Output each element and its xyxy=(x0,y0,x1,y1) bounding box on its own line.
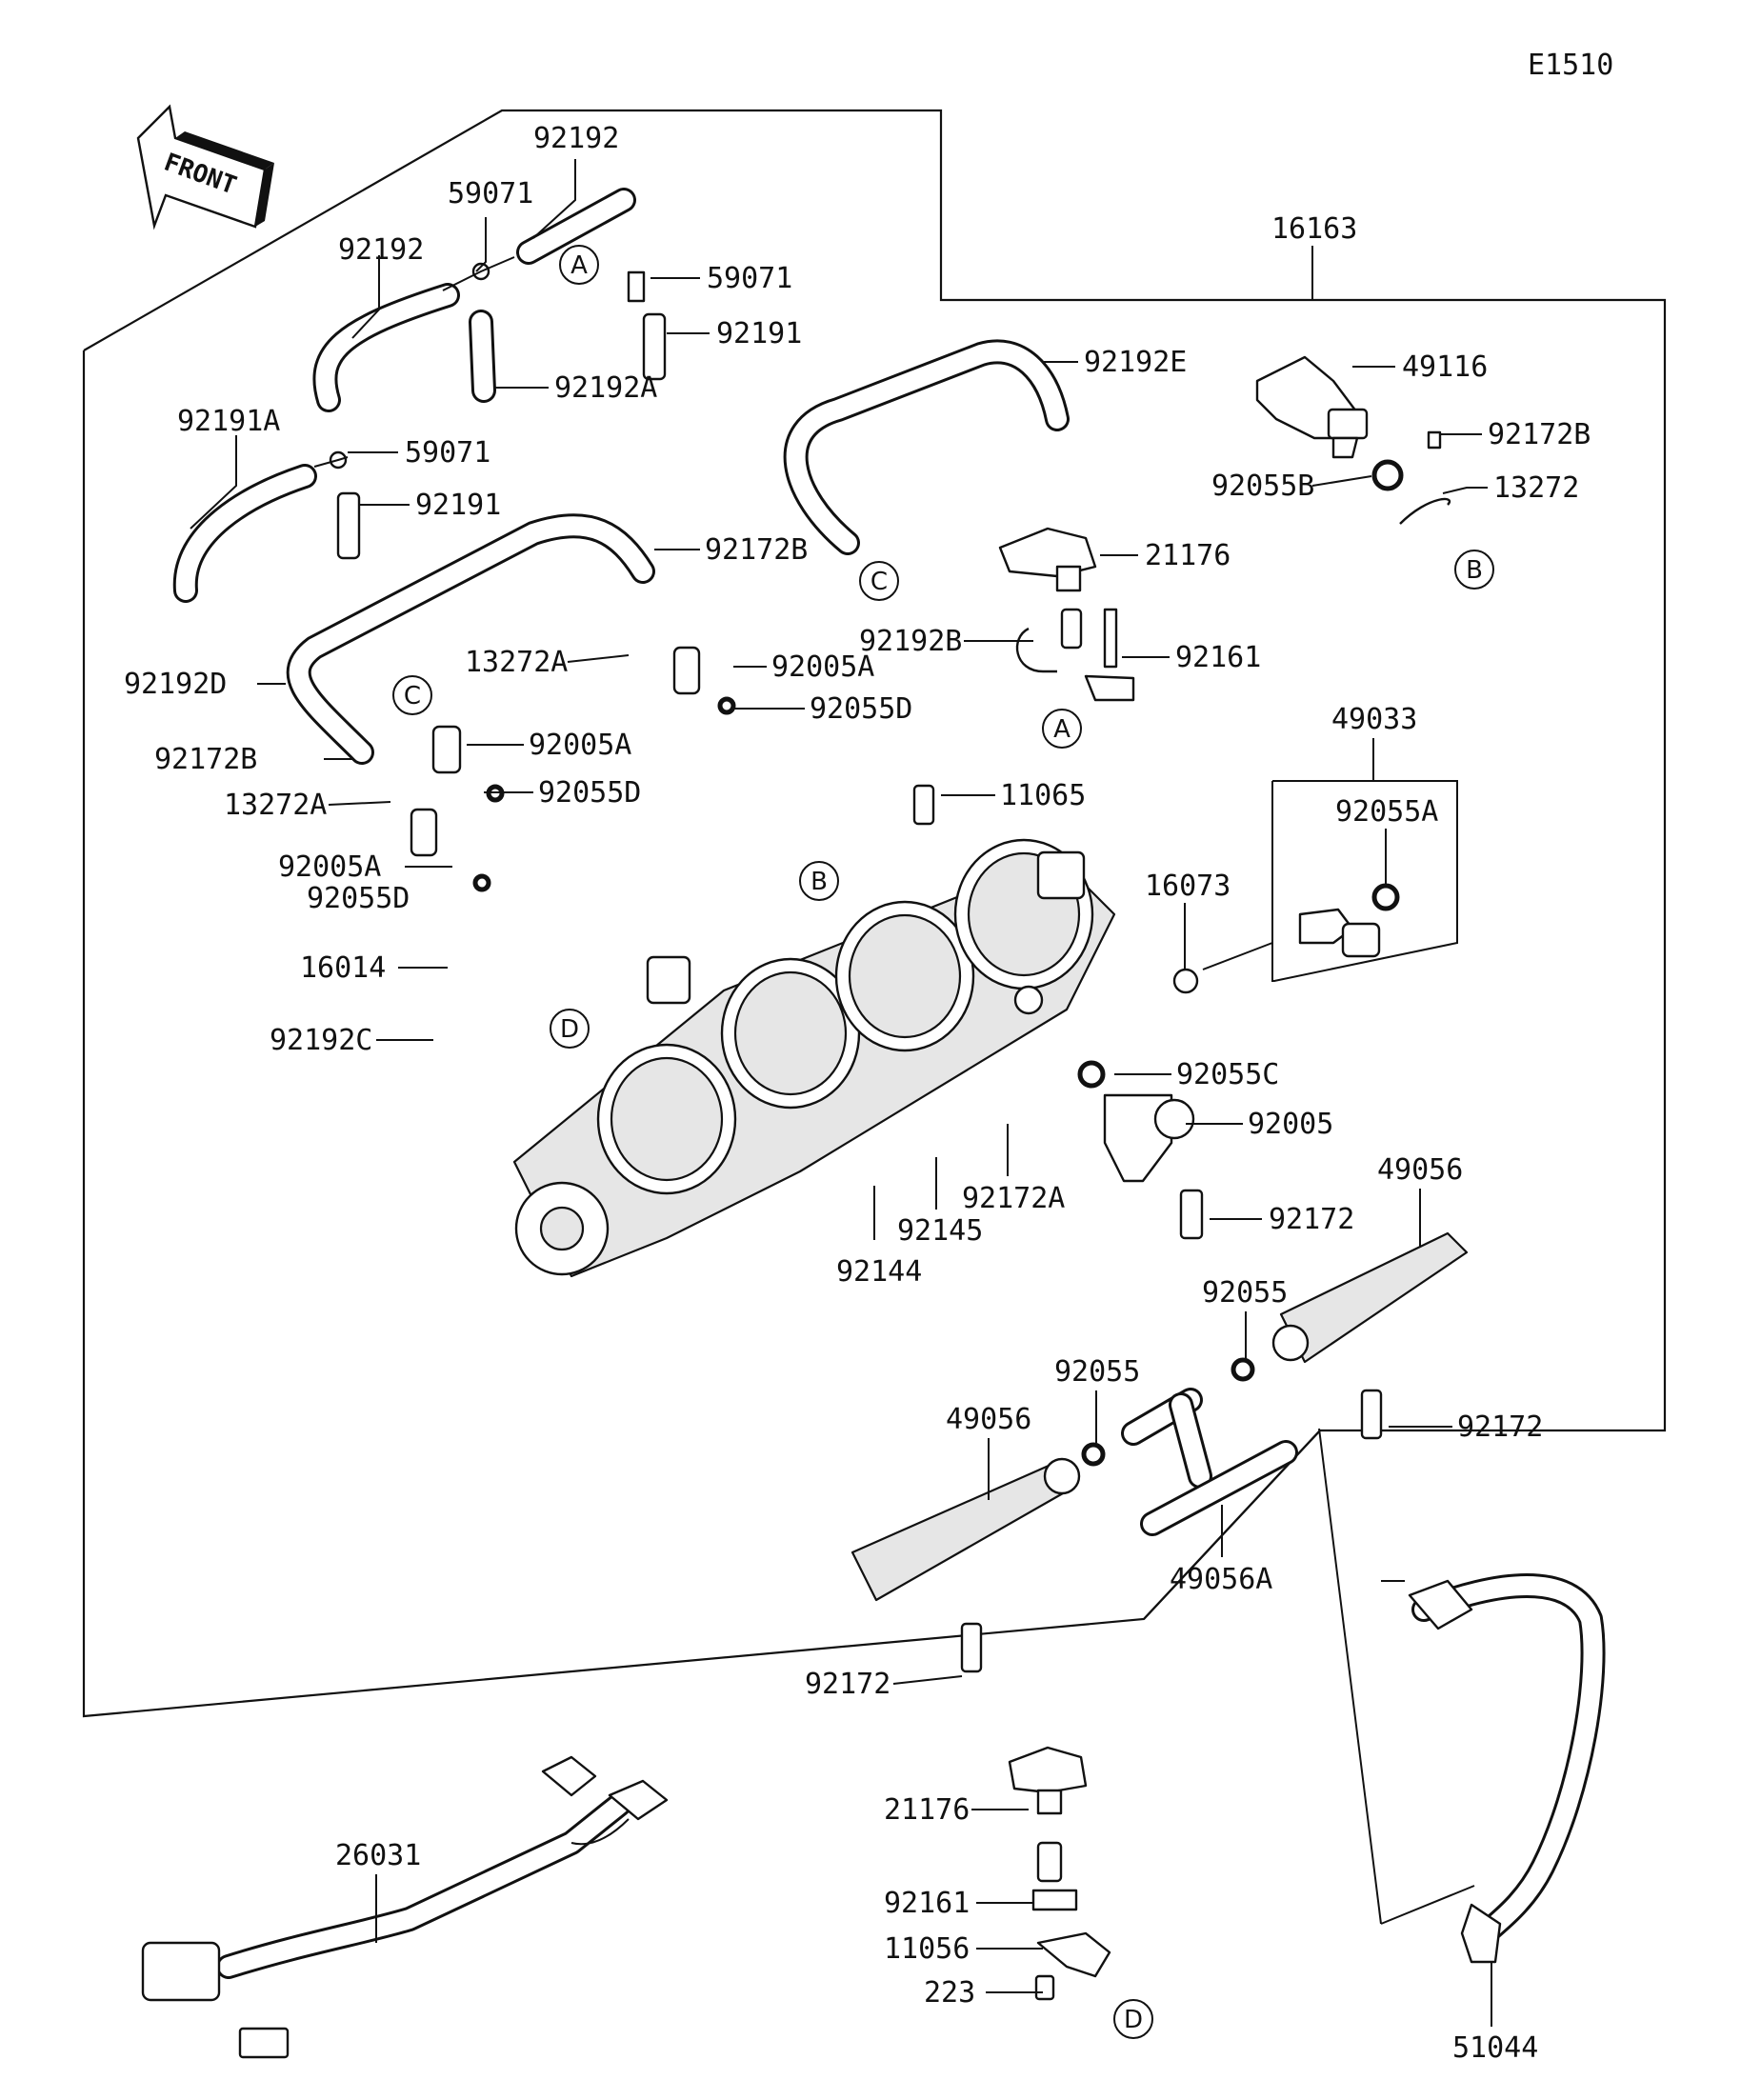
part-label-92161: 92161 xyxy=(1175,641,1261,674)
part-label-11056: 11056 xyxy=(884,1932,970,1966)
part-label-92055d: 92055D xyxy=(810,692,912,726)
part-label-92005a: 92005A xyxy=(529,729,631,762)
fittings xyxy=(410,646,1204,1240)
front-arrow-icon: FRONT xyxy=(136,104,274,230)
part-label-92055: 92055 xyxy=(1202,1276,1288,1310)
part-label-16014: 16014 xyxy=(300,951,386,985)
part-label-59071: 59071 xyxy=(405,436,490,470)
part-label-92055: 92055 xyxy=(1054,1355,1140,1389)
svg-text:B: B xyxy=(1466,556,1483,585)
svg-text:C: C xyxy=(870,568,888,596)
hose-92192e xyxy=(783,339,1070,555)
ref-mark-a-lower: A xyxy=(1042,709,1082,749)
part-label-21176: 21176 xyxy=(1145,539,1231,572)
part-label-92192: 92192 xyxy=(533,122,619,155)
fuel-hose-51044 xyxy=(1408,1573,1606,1964)
part-label-92145: 92145 xyxy=(897,1214,983,1248)
ref-mark-d-upper: D xyxy=(550,1009,590,1049)
part-label-92005a: 92005A xyxy=(771,650,874,684)
harness-26031 xyxy=(141,1755,669,2059)
part-label-92144: 92144 xyxy=(836,1255,922,1289)
part-label-49056a: 49056A xyxy=(1170,1563,1272,1596)
part-label-92172b: 92172B xyxy=(705,533,808,567)
part-label-92191: 92191 xyxy=(415,489,501,522)
assembly-frame xyxy=(82,109,1667,1718)
part-label-92055d: 92055D xyxy=(307,882,410,915)
ref-mark-a-upper: A xyxy=(559,245,599,285)
part-label-92005a: 92005A xyxy=(278,850,381,884)
part-label-92172b: 92172B xyxy=(1488,418,1591,451)
fuel-rail-49056-lower xyxy=(850,1457,1081,1602)
svg-text:B: B xyxy=(810,868,828,896)
sensor-21176-upper xyxy=(998,527,1135,702)
part-label-92191: 92191 xyxy=(716,317,802,350)
part-label-92192a: 92192A xyxy=(554,371,657,405)
part-label-92192b: 92192B xyxy=(859,625,962,658)
sensor-21176-lower xyxy=(1008,1746,1111,2001)
part-label-59071: 59071 xyxy=(448,177,533,210)
part-label-26031: 26031 xyxy=(335,1839,421,1872)
ref-mark-c-lower: C xyxy=(392,675,432,715)
svg-text:D: D xyxy=(1124,2006,1143,2034)
svg-text:D: D xyxy=(560,1015,579,1044)
sensor-49033-group xyxy=(1172,780,1458,994)
part-label-16163: 16163 xyxy=(1271,212,1357,246)
part-label-13272: 13272 xyxy=(1493,471,1579,505)
part-label-49033: 49033 xyxy=(1331,703,1417,736)
fuel-pipe-49056a xyxy=(960,1357,1383,1673)
part-label-92192: 92192 xyxy=(338,233,424,267)
svg-text:C: C xyxy=(404,682,421,710)
ref-mark-b-upper: B xyxy=(1454,550,1494,590)
part-label-13272a: 13272A xyxy=(224,789,327,822)
sensor-49116 xyxy=(1255,355,1451,525)
part-label-92172: 92172 xyxy=(1269,1203,1354,1236)
svg-text:A: A xyxy=(1053,715,1071,744)
diagram-code: E1510 xyxy=(1528,49,1613,82)
part-label-92192d: 92192D xyxy=(124,668,227,701)
fuel-rail-49056-upper xyxy=(1271,1231,1469,1364)
part-label-92192c: 92192C xyxy=(270,1024,372,1057)
part-label-49116: 49116 xyxy=(1402,350,1488,384)
ref-mark-c-upper: C xyxy=(859,561,899,601)
part-label-92192e: 92192E xyxy=(1084,346,1187,379)
part-label-92172b: 92172B xyxy=(154,743,257,776)
throttle-body-assembly xyxy=(512,838,1116,1278)
hose-92192d xyxy=(286,513,655,765)
vacuum-hose-upper xyxy=(172,188,667,603)
part-label-21176: 21176 xyxy=(884,1793,970,1827)
part-label-92005: 92005 xyxy=(1248,1108,1333,1141)
part-label-16073: 16073 xyxy=(1145,870,1231,903)
part-label-92191a: 92191A xyxy=(177,405,280,438)
part-label-92055a: 92055A xyxy=(1335,795,1438,829)
part-label-92055c: 92055C xyxy=(1176,1058,1279,1091)
part-label-92161: 92161 xyxy=(884,1887,970,1920)
part-label-59071: 59071 xyxy=(707,262,792,295)
part-label-223: 223 xyxy=(924,1976,975,2010)
svg-text:A: A xyxy=(570,251,588,280)
part-label-49056: 49056 xyxy=(946,1403,1031,1436)
part-label-92055d: 92055D xyxy=(538,776,641,810)
part-label-13272a: 13272A xyxy=(465,646,568,679)
part-labels: 16163 92192 59071 92192 59071 92191 9219… xyxy=(124,122,1591,2065)
part-label-92172: 92172 xyxy=(805,1668,891,1701)
ref-mark-d-lower: D xyxy=(1113,1999,1153,2039)
part-label-11065: 11065 xyxy=(1000,779,1086,812)
part-label-92172: 92172 xyxy=(1457,1410,1543,1444)
part-label-51044: 51044 xyxy=(1452,2031,1538,2065)
ref-mark-b-lower: B xyxy=(799,861,839,901)
part-label-49056: 49056 xyxy=(1377,1153,1463,1187)
part-label-92172a: 92172A xyxy=(962,1182,1065,1215)
leader-lines xyxy=(190,159,1492,2027)
part-label-92055b: 92055B xyxy=(1211,470,1314,503)
